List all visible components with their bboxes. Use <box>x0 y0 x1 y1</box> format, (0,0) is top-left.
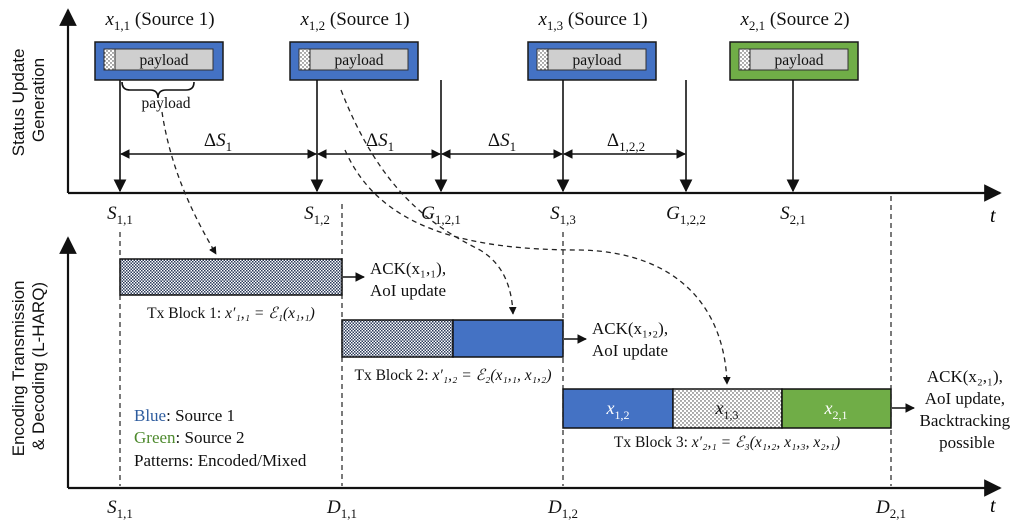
packet-payload-field <box>749 48 849 71</box>
tx-block-2-caption: Tx Block 2: x′₁,₂ = ℰ₂(x₁,₁, x₁,₂) <box>355 367 552 384</box>
packet-21: x2,1 (Source 2) payload <box>729 9 859 81</box>
segment-label-12: x1,2 <box>606 398 630 422</box>
legend-source1: Blue: Source 1 <box>134 406 235 425</box>
packet-11: x1,1 (Source 1) payload <box>94 9 224 81</box>
tick-s11: S1,1 <box>107 497 133 521</box>
flow-curve-x13-to-block3 <box>344 149 731 385</box>
tx-block-3-seg-x21 <box>781 388 892 429</box>
packet-12: x1,2 (Source 1) payload <box>289 9 419 81</box>
legend-patterns: Patterns: Encoded/Mixed <box>134 451 307 470</box>
tx-block-1-caption: Tx Block 1: x′₁,₁ = ℰ₁(x₁,₁) <box>147 305 315 322</box>
tx-block-3-seg-x12 <box>562 388 674 429</box>
top-axis-tick-labels: S1,1 S1,2 G1,2,1 S1,3 G1,2,2 S2,1 <box>107 203 806 227</box>
packet-title: x2,1 (Source 2) <box>739 9 849 33</box>
packet-payload-field <box>114 48 214 71</box>
packet-payload-field <box>309 48 409 71</box>
bottom-axis-title: Encoding Transmission & Decoding (L-HARQ… <box>9 276 48 457</box>
packet-13: x1,3 (Source 1) payload <box>527 9 657 81</box>
packet-header <box>298 48 311 71</box>
packet-title: x1,1 (Source 1) <box>104 9 214 33</box>
tick-d21: D2,1 <box>875 497 906 521</box>
tick-g121: G1,2,1 <box>421 203 461 227</box>
legend-source2: Green: Source 2 <box>134 428 244 447</box>
segment-label-21: x2,1 <box>824 398 848 422</box>
tx-block-3-segment-labels: x1,2 x1,3 x2,1 <box>606 398 848 422</box>
interval-label-4: Δ1,2,2 <box>607 130 645 154</box>
tick-s21: S2,1 <box>780 203 806 227</box>
ack-text-block-2: ACK(x₁,₂), AoI update <box>592 319 672 360</box>
packet-payload-label: payload <box>334 52 383 69</box>
tx-block-3-seg-x13 <box>672 388 783 429</box>
packet-payload-label: payload <box>774 52 823 69</box>
packet-header <box>536 48 549 71</box>
interval-labels: ΔS1 ΔS1 ΔS1 Δ1,2,2 <box>204 130 645 154</box>
top-axis-title: Status Update Generation <box>9 44 48 156</box>
tx-block-1 <box>119 258 343 296</box>
interval-label-3: ΔS1 <box>488 130 516 154</box>
tick-d11: D1,1 <box>326 497 357 521</box>
bottom-time-symbol: t <box>990 495 996 517</box>
tx-block-2-source1 <box>452 319 564 358</box>
interval-label-2: ΔS1 <box>366 130 394 154</box>
packet-payload-field <box>547 48 647 71</box>
packet-payload-label: payload <box>139 52 188 69</box>
top-time-symbol: t <box>990 205 996 227</box>
packet-header <box>103 48 116 71</box>
segment-label-13: x1,3 <box>715 398 739 422</box>
packet-title: x1,2 (Source 1) <box>299 9 409 33</box>
tx-block-3-caption: Tx Block 3: x′₂,₁ = ℰ₃(x₁,₂, x₁,₃, x₂,₁) <box>614 434 840 451</box>
tick-s12: S1,2 <box>304 203 330 227</box>
flow-curve-x11-to-block1 <box>161 111 217 255</box>
status-update-packets: x1,1 (Source 1) payload x1,2 (Source 1) pay… <box>94 9 859 81</box>
tick-s13: S1,3 <box>550 203 576 227</box>
interval-label-1: ΔS1 <box>204 130 232 154</box>
packet-header <box>738 48 751 71</box>
payload-brace <box>121 81 195 99</box>
packet-payload-label: payload <box>572 52 621 69</box>
tick-s11: S1,1 <box>107 203 133 227</box>
flow-curve-x12-to-block2 <box>340 89 517 315</box>
ack-text-block-3: ACK(x₂,₁), AoI update, Backtracking poss… <box>920 367 1015 452</box>
bottom-axis-tick-labels: S1,1 D1,1 D1,2 D2,1 <box>107 497 906 521</box>
payload-brace-label: payload <box>141 95 190 112</box>
ack-text-block-1: ACK(x₁,₁), AoI update <box>370 259 450 300</box>
tick-d12: D1,2 <box>547 497 578 521</box>
tx-block-2-encoded <box>341 319 454 358</box>
packet-title: x1,3 (Source 1) <box>537 9 647 33</box>
tick-g122: G1,2,2 <box>666 203 706 227</box>
